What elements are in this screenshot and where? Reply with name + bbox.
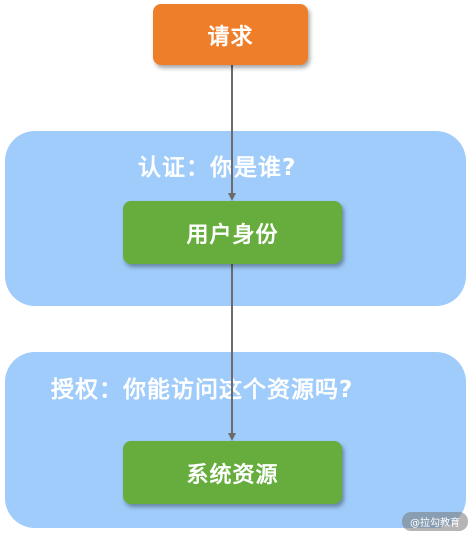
authentication-title: 认证：你是谁? xyxy=(138,155,297,181)
authorization-title: 授权：你能访问这个资源吗? xyxy=(51,377,354,403)
watermark-label: @拉勾教育 xyxy=(402,512,468,531)
user-identity-node: 用户身份 xyxy=(123,201,342,264)
system-resource-node: 系统资源 xyxy=(123,441,342,504)
request-node: 请求 xyxy=(153,4,308,65)
